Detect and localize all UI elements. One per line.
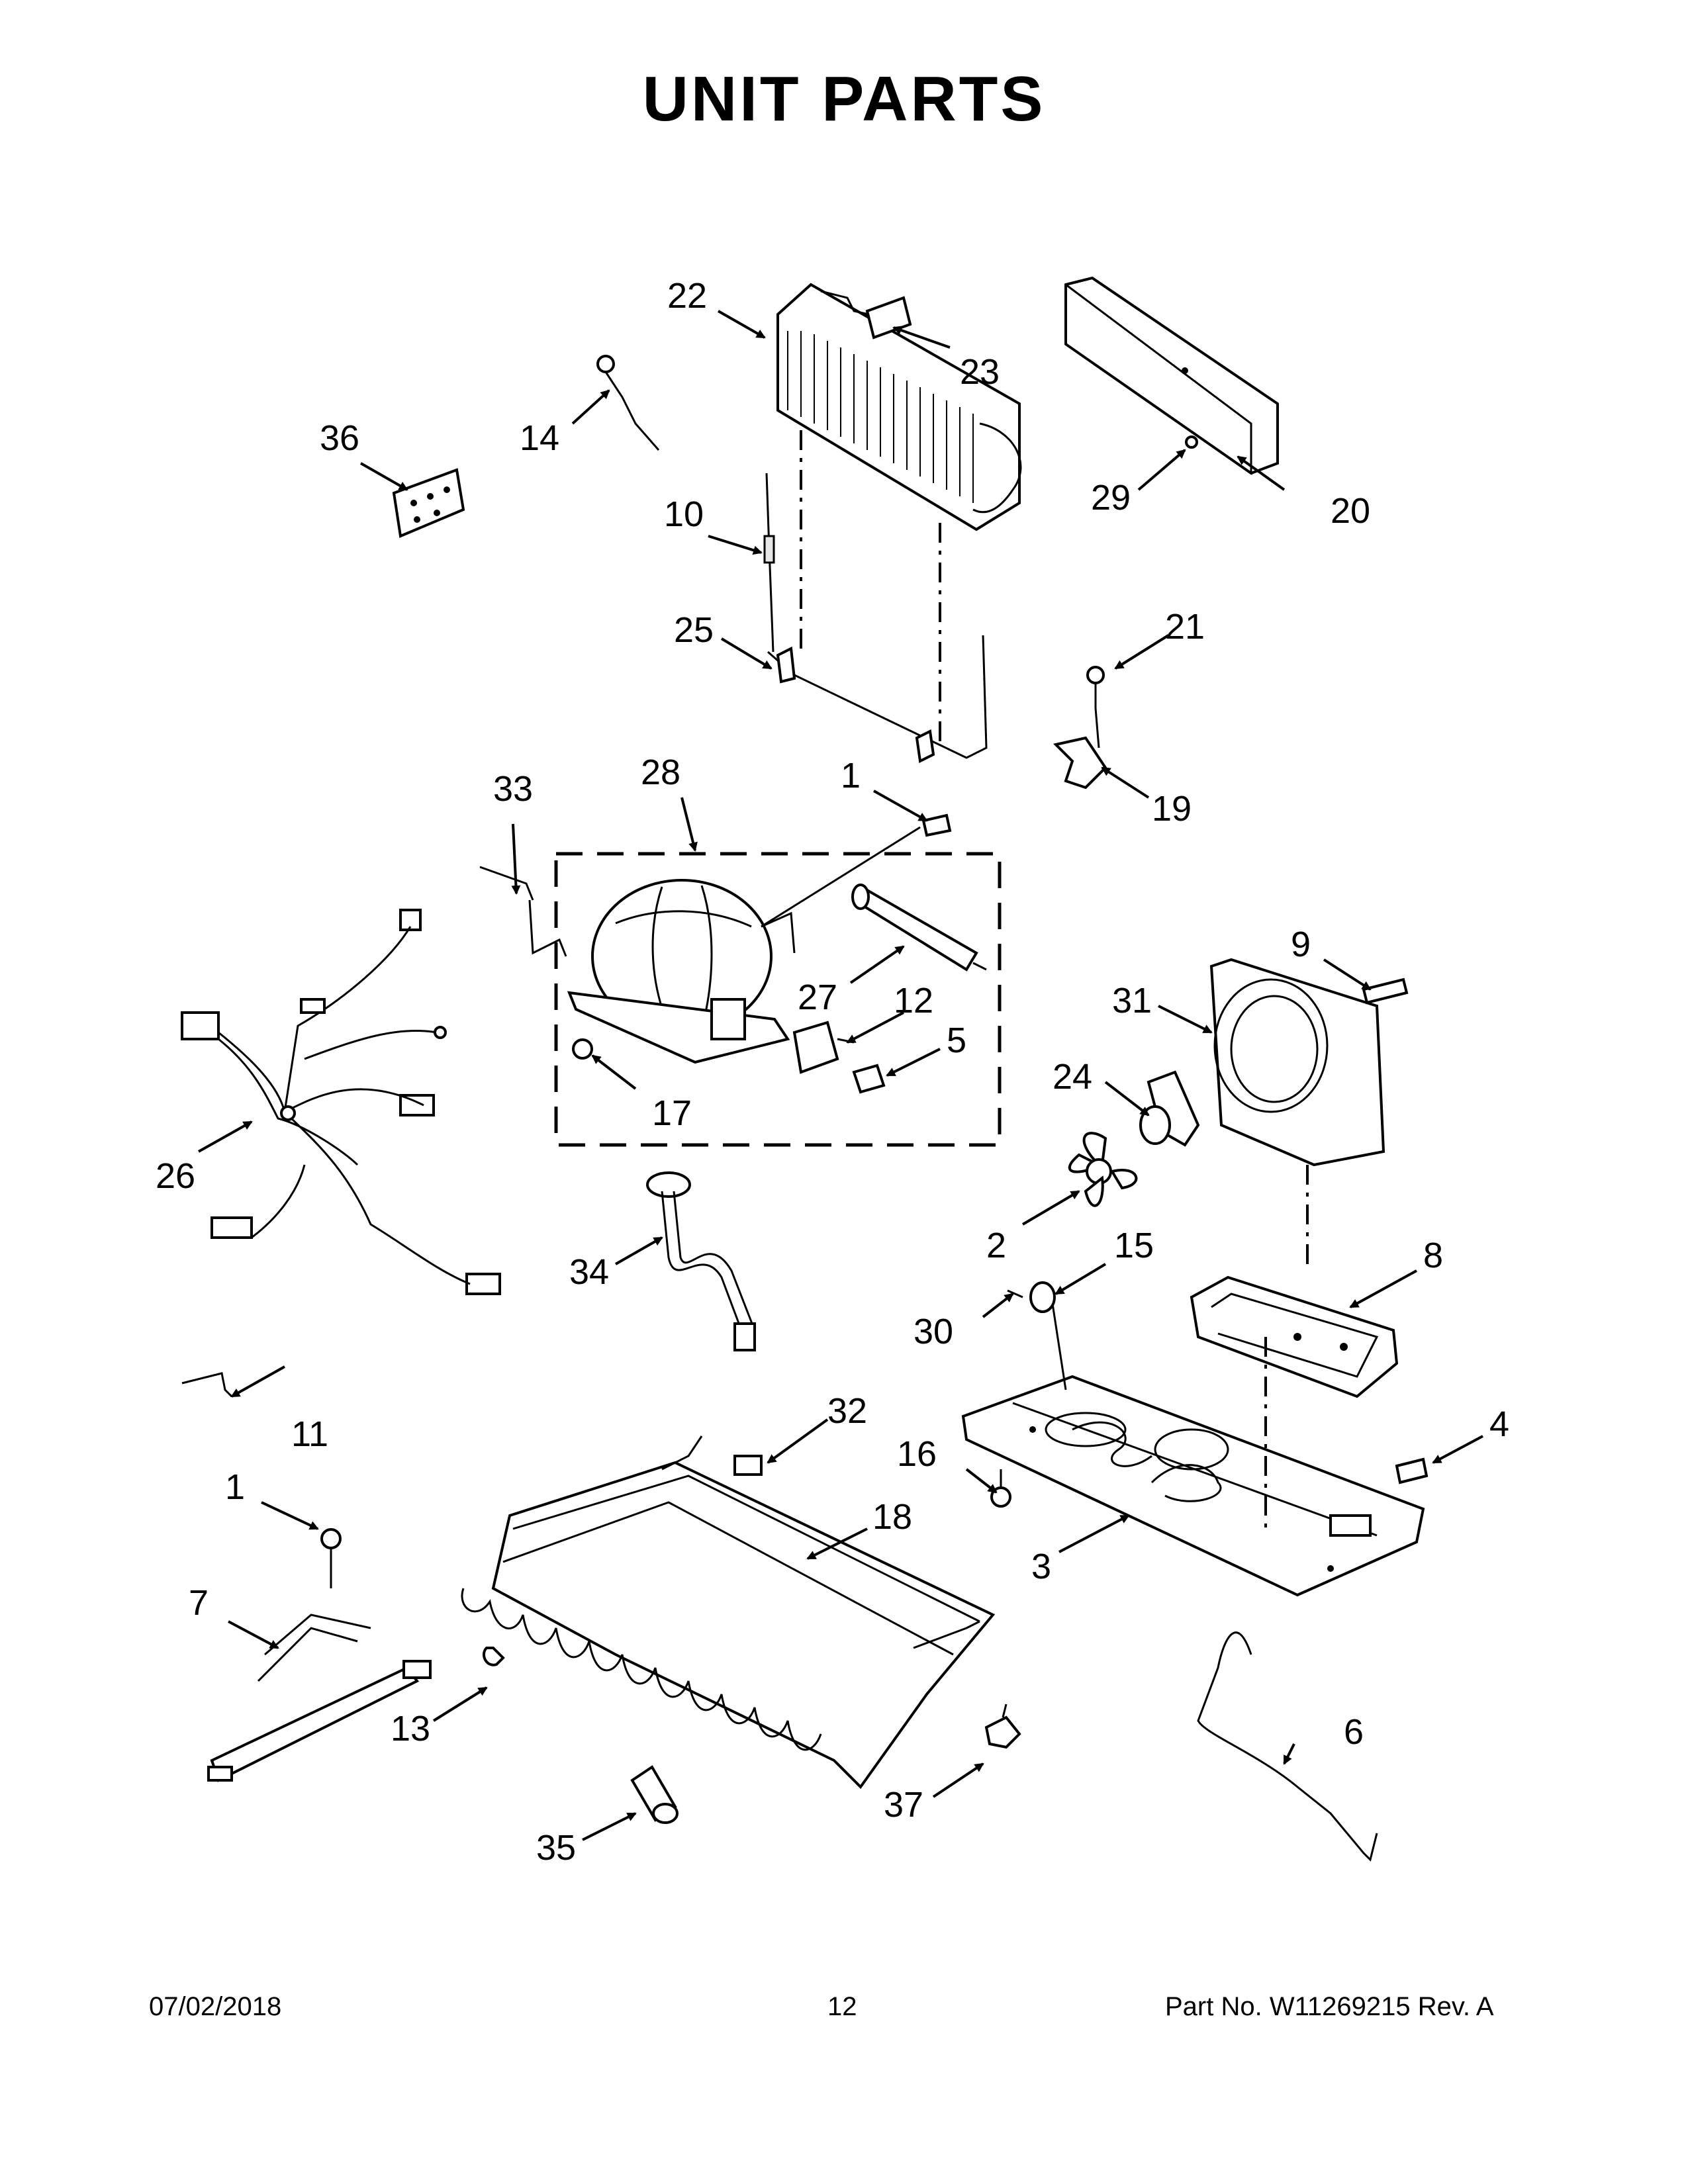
part-14-thermistor xyxy=(596,355,660,451)
callout-35: 35 xyxy=(536,1828,576,1868)
part-21-screw xyxy=(1086,666,1105,708)
callout-7: 7 xyxy=(189,1583,209,1623)
part-3-base-plate xyxy=(961,1375,1425,1597)
callout-14: 14 xyxy=(520,418,559,458)
callout-arrows xyxy=(198,310,1483,1841)
part-25-defrost-heater xyxy=(767,635,988,764)
callout-28: 28 xyxy=(641,752,680,792)
callout-9: 9 xyxy=(1291,925,1311,964)
part-17-compressor xyxy=(567,879,796,1064)
callout-4: 4 xyxy=(1489,1404,1509,1444)
callout-11: 11 xyxy=(291,1414,328,1454)
callout-25: 25 xyxy=(674,610,714,650)
callout-24: 24 xyxy=(1053,1057,1092,1097)
callout-22: 22 xyxy=(667,276,707,316)
callout-36: 36 xyxy=(320,418,359,458)
callout-33: 33 xyxy=(493,769,533,809)
callout-30: 30 xyxy=(914,1312,953,1351)
part-1-screw-top xyxy=(921,813,952,837)
part-20-drain-trough xyxy=(1064,276,1279,475)
callout-3: 3 xyxy=(1031,1547,1051,1586)
part-13-clip xyxy=(483,1647,505,1666)
callout-12: 12 xyxy=(894,981,933,1021)
part-9-screw xyxy=(1362,978,1409,1005)
callout-20: 20 xyxy=(1331,491,1370,531)
part-6-tube xyxy=(1197,1631,1378,1862)
callout-29: 29 xyxy=(1091,478,1131,518)
part-33-strap xyxy=(479,866,567,957)
callout-31: 31 xyxy=(1112,981,1152,1021)
callout-37: 37 xyxy=(884,1785,923,1825)
callout-10: 10 xyxy=(664,494,704,534)
part-31-fan-shroud xyxy=(1209,958,1385,1167)
callout-19: 19 xyxy=(1152,789,1192,829)
part-4-screw xyxy=(1395,1457,1429,1484)
part-24-fan-motor xyxy=(1139,1070,1200,1147)
part-32-fitting xyxy=(733,1455,763,1476)
part-36-control-board xyxy=(392,468,465,538)
footer-page-number: 12 xyxy=(827,1992,857,2021)
part-7-heater xyxy=(207,1614,432,1782)
callout-23: 23 xyxy=(960,352,1000,392)
part-1-screw-bottom xyxy=(320,1528,342,1588)
part-11-clip xyxy=(181,1372,233,1398)
part-15-grommet xyxy=(1029,1281,1056,1313)
part-26-wire-harness xyxy=(181,909,501,1295)
callout-13: 13 xyxy=(391,1709,430,1749)
callout-26: 26 xyxy=(156,1156,195,1196)
part-12-start-relay xyxy=(792,1021,855,1074)
part-1-overload-wire xyxy=(761,826,921,928)
part-2-fan-blade xyxy=(1068,1132,1138,1207)
part-29-screw xyxy=(1185,435,1198,449)
part-10-heater-rod xyxy=(763,473,775,653)
callout-5: 5 xyxy=(947,1021,966,1060)
callout-27: 27 xyxy=(798,978,837,1017)
callout-17: 17 xyxy=(652,1093,692,1133)
page-title: UNIT PARTS xyxy=(642,64,1046,134)
part-5-cover xyxy=(852,1064,886,1094)
footer-date: 07/02/2018 xyxy=(149,1992,282,2021)
part-37-clip xyxy=(984,1704,1021,1749)
callout-32: 32 xyxy=(827,1391,867,1431)
part-34-drain-tube xyxy=(646,1171,756,1351)
callout-2: 2 xyxy=(986,1226,1006,1265)
part-16-screw xyxy=(990,1469,1011,1508)
part-19-bracket xyxy=(1053,736,1107,790)
callout-labels: 22 23 14 36 20 29 10 25 21 19 33 28 1 27… xyxy=(156,276,1509,1868)
footer-part-number: Part No. W11269215 Rev. A xyxy=(1165,1992,1494,2021)
callout-1b: 1 xyxy=(225,1467,245,1507)
part-28-compressor-kit-outline xyxy=(554,852,1002,1147)
callout-18: 18 xyxy=(872,1497,912,1537)
part-17-grommet xyxy=(572,1038,593,1060)
callout-21: 21 xyxy=(1165,607,1205,647)
callout-16: 16 xyxy=(897,1434,937,1474)
part-8-fan-bracket xyxy=(1190,1275,1399,1398)
callout-34: 34 xyxy=(569,1252,609,1292)
callout-6: 6 xyxy=(1344,1712,1364,1752)
part-27-drier xyxy=(851,884,987,972)
callout-1: 1 xyxy=(841,756,861,796)
part-35-sleeve xyxy=(630,1765,679,1824)
part-18-condenser xyxy=(461,1435,996,1790)
callout-8: 8 xyxy=(1423,1236,1443,1275)
part-22-evaporator xyxy=(776,283,1022,531)
part-30-pin xyxy=(1007,1289,1023,1298)
callout-15: 15 xyxy=(1114,1226,1154,1265)
